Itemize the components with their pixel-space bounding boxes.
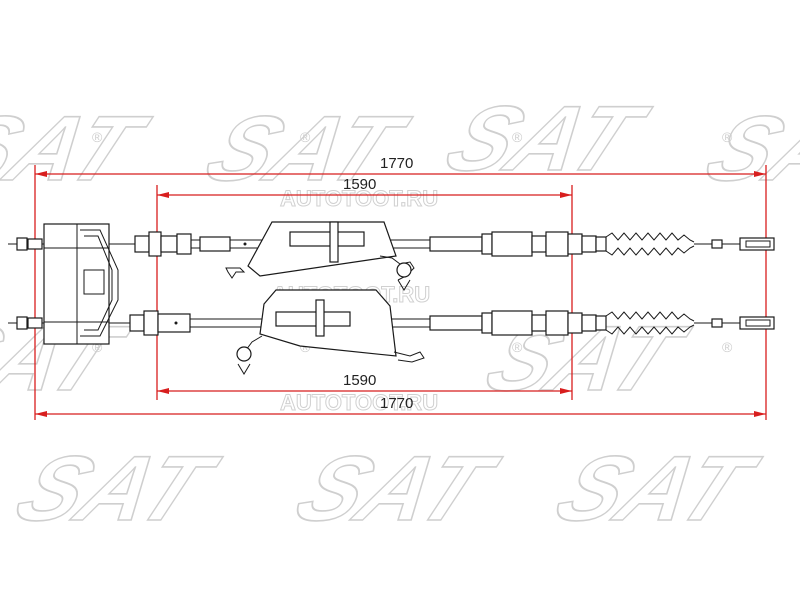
svg-text:SAT: SAT	[191, 96, 423, 200]
dimension-label: 1590	[343, 372, 376, 389]
registered-mark: ®	[512, 129, 523, 145]
mounting-bracket-lower	[236, 289, 425, 375]
dimension-top-overall: 1770	[35, 155, 766, 177]
registered-mark: ®	[92, 129, 103, 145]
site-watermark: AUTOTOOT.RU	[280, 186, 438, 211]
svg-text:SAT: SAT	[281, 436, 513, 540]
svg-text:SAT: SAT	[541, 436, 773, 540]
rubber-boot-upper	[605, 232, 695, 256]
threaded-rod-upper	[8, 237, 44, 251]
threaded-rod-lower	[8, 316, 44, 330]
registered-mark: ®	[92, 339, 103, 355]
registered-mark: ®	[512, 339, 523, 355]
svg-text:SAT: SAT	[0, 96, 163, 200]
sat-logo-watermark: SAT	[540, 436, 774, 541]
dimension-bottom-overall: 1770	[35, 395, 766, 417]
sat-logo-watermark: SAT	[0, 96, 163, 201]
registered-mark: ®	[722, 339, 733, 355]
sat-logo-watermark: SAT	[280, 436, 514, 541]
registered-mark: ®	[722, 129, 733, 145]
mounting-bracket-upper	[225, 221, 415, 291]
svg-text:SAT: SAT	[1, 436, 233, 540]
rubber-boot-lower	[605, 311, 695, 335]
sat-logo-watermark: SAT	[190, 96, 424, 201]
registered-mark: ®	[300, 129, 311, 145]
dimension-bottom-inner: 1590	[157, 372, 572, 394]
dimension-label: 1770	[380, 155, 413, 172]
cable-assembly-lower	[109, 289, 775, 375]
cable-assembly-upper	[109, 221, 775, 291]
cable-equalizer-yoke	[8, 223, 119, 345]
sat-logo-watermark: SAT	[0, 436, 233, 541]
watermark-layer: SAT SAT SAT SAT SAT SAT SAT SAT SAT	[0, 86, 800, 541]
svg-text:SAT: SAT	[691, 96, 800, 200]
site-watermark: AUTOTOOT.RU	[280, 390, 438, 415]
dimension-label: 1770	[380, 395, 413, 412]
dimension-top-inner: 1590	[157, 176, 572, 198]
sat-logo-watermark: SAT	[690, 96, 800, 201]
dimension-label: 1590	[343, 176, 376, 193]
dimension-lines: 1770 1590 1590 1770	[34, 155, 767, 420]
